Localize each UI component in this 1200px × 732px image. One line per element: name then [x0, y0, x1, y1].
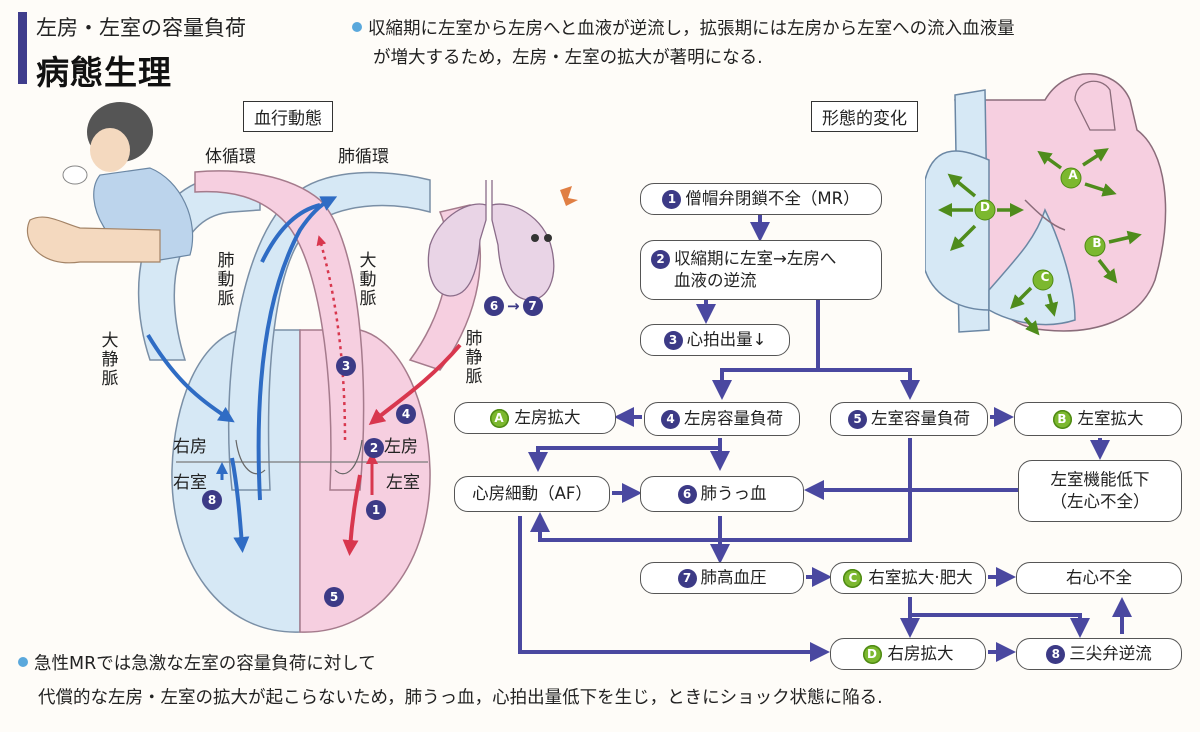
- marker-2: 2: [364, 438, 384, 458]
- right-ventricle-label: 右室: [173, 473, 207, 493]
- bullet-icon: [352, 22, 362, 32]
- pulmonary-artery-label: 肺動脈: [217, 251, 235, 309]
- top-text-line1: 収縮期に左室から左房へと血液が逆流し，拡張期には左房から左室への流入血液量: [352, 15, 1015, 44]
- bottom-text-line2: 代償的な左房・左室の拡大が起こらないため，肺うっ血，心拍出量低下を生じ，ときにシ…: [38, 688, 883, 708]
- morphology-letter-b: B: [1092, 236, 1102, 250]
- header-subtitle: 左房・左室の容量負荷: [36, 16, 246, 40]
- systemic-circulation-label: 体循環: [205, 147, 256, 167]
- flow-node-af: 心房細動（AF）: [454, 476, 610, 512]
- header-title: 病態生理: [36, 53, 172, 92]
- flow-node-right-heart-failure: 右心不全: [1016, 562, 1182, 594]
- morphology-letter-c: C: [1040, 270, 1050, 284]
- header-accent-bar: [18, 12, 27, 84]
- left-ventricle-label: 左室: [386, 473, 420, 493]
- right-atrium-label: 右房: [173, 437, 207, 457]
- vena-cava-label: 大静脈: [101, 331, 119, 389]
- marker-3: 3: [336, 356, 356, 376]
- marker-4: 4: [396, 404, 416, 424]
- morphology-letter-a: A: [1068, 168, 1078, 182]
- morphology-letter-d: D: [980, 200, 990, 214]
- left-atrium-label: 左房: [384, 437, 418, 457]
- marker-8: 8: [202, 490, 222, 510]
- bullet-icon: [18, 657, 28, 667]
- hemodynamics-title: 血行動態: [243, 101, 333, 132]
- aorta-label: 大動脈: [359, 251, 377, 309]
- bottom-text-line1: 急性MRでは急激な左室の容量負荷に対して: [18, 650, 376, 679]
- marker-5: 5: [324, 587, 344, 607]
- pulmonary-vein-label: 肺静脈: [465, 329, 483, 387]
- pulmonary-circulation-label: 肺循環: [338, 147, 389, 167]
- flow-node-lv-dysfunction: 左室機能低下 （左心不全）: [1018, 460, 1182, 522]
- lung-sequence: 6 → 7: [484, 296, 543, 316]
- morphology-title: 形態的変化: [811, 101, 918, 132]
- marker-1: 1: [366, 500, 386, 520]
- morphology-illustration: [925, 73, 1167, 336]
- hemodynamics-illustration: [26, 102, 578, 633]
- top-text-line2: が増大するため，左房・左室の拡大が著明になる.: [373, 48, 763, 68]
